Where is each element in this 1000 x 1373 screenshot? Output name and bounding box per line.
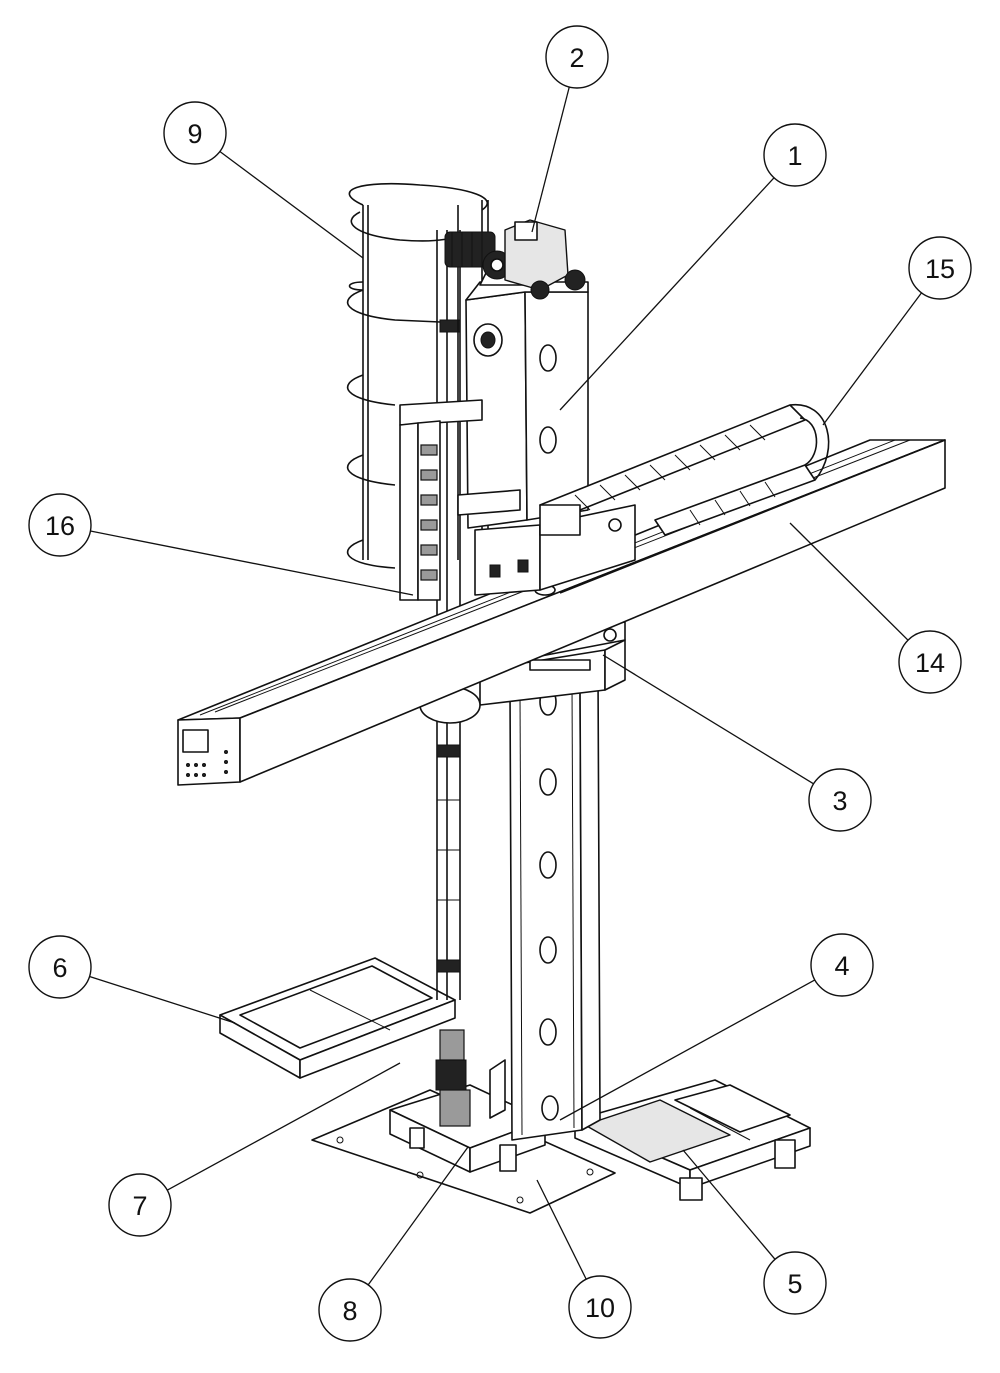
callout-circle xyxy=(763,123,827,187)
base-frame-right xyxy=(574,1079,811,1201)
column-lower xyxy=(489,671,601,1141)
callout-circle xyxy=(908,236,972,300)
callout-circle xyxy=(108,1173,172,1237)
callout-circle xyxy=(545,25,609,89)
leader-line-9 xyxy=(219,150,364,259)
callout-label: 10 xyxy=(585,1293,615,1323)
callout-label: 4 xyxy=(834,951,849,981)
leader-line-8 xyxy=(367,1146,469,1286)
leader-line-4 xyxy=(559,979,816,1121)
vertical-drag-chain xyxy=(399,399,483,601)
callout-circle xyxy=(810,933,874,997)
callout-label: 8 xyxy=(342,1296,357,1326)
leader-line-3 xyxy=(602,654,814,785)
callout-label: 7 xyxy=(132,1191,147,1221)
callout-label: 9 xyxy=(187,119,202,149)
leader-line-10 xyxy=(536,1179,587,1280)
callout-6: 6 xyxy=(28,935,92,999)
column-upper xyxy=(465,281,589,529)
callout-label: 1 xyxy=(787,141,802,171)
leader-lines xyxy=(89,86,922,1286)
callout-label: 2 xyxy=(569,43,584,73)
callout-label: 6 xyxy=(52,953,67,983)
callout-circle xyxy=(163,101,227,165)
leader-line-14 xyxy=(789,522,909,641)
leader-line-16 xyxy=(90,530,414,596)
callout-16: 16 xyxy=(28,493,92,557)
callout-circle xyxy=(568,1275,632,1339)
callout-2: 2 xyxy=(545,25,609,89)
callout-10: 10 xyxy=(568,1275,632,1339)
callout-4: 4 xyxy=(810,933,874,997)
callout-9: 9 xyxy=(163,101,227,165)
callout-7: 7 xyxy=(108,1173,172,1237)
callout-circle xyxy=(28,935,92,999)
callout-circle xyxy=(898,630,962,694)
callout-circle xyxy=(763,1251,827,1315)
callout-1: 1 xyxy=(763,123,827,187)
callout-circle xyxy=(808,768,872,832)
callout-label: 5 xyxy=(787,1269,802,1299)
horizontal-drag-chain xyxy=(539,404,830,536)
leader-line-2 xyxy=(531,86,570,233)
callout-8: 8 xyxy=(318,1278,382,1342)
callout-circle xyxy=(28,493,92,557)
leader-line-1 xyxy=(559,177,775,411)
drive-motor xyxy=(444,219,586,300)
callout-5: 5 xyxy=(763,1251,827,1315)
leader-line-5 xyxy=(682,1149,776,1260)
callout-3: 3 xyxy=(808,768,872,832)
callout-14: 14 xyxy=(898,630,962,694)
callout-label: 16 xyxy=(45,511,75,541)
callout-bubbles: 1 2 3 4 5 6 7 8 9 10 14 15 16 xyxy=(28,25,972,1342)
callout-circle xyxy=(318,1278,382,1342)
callout-label: 3 xyxy=(832,786,847,816)
callout-15: 15 xyxy=(908,236,972,300)
leader-line-15 xyxy=(822,292,922,426)
leader-line-6 xyxy=(89,975,236,1024)
base-frame-left xyxy=(219,957,456,1079)
leader-line-7 xyxy=(166,1062,401,1191)
callout-label: 15 xyxy=(925,254,955,284)
callout-label: 14 xyxy=(915,648,945,678)
